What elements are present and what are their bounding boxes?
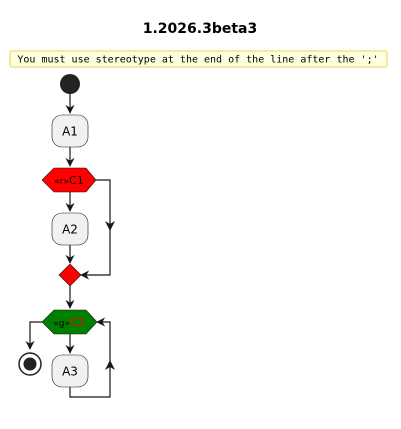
activity-a1-label: A1 [62, 125, 78, 139]
while-condition-label: «g»C2 [53, 316, 84, 329]
if-decision-c1 [41, 167, 97, 193]
diagram-title: 1.2026.3beta3 [143, 21, 257, 37]
if-condition-label: «r»C1 [54, 174, 83, 187]
if-stereotype: «r» [54, 177, 69, 187]
if-condition-text: C1 [69, 174, 84, 187]
activity-a2-label: A2 [62, 223, 78, 237]
note-text: You must use stereotype at the end of th… [17, 55, 378, 66]
while-condition-text: C2 [70, 316, 85, 329]
flow-while-exit [25, 321, 42, 350]
start-node [60, 74, 80, 94]
activity-a3-label: A3 [62, 365, 78, 379]
flow-loop-back [69, 317, 111, 398]
merge-node [58, 263, 82, 287]
while-stereotype: «g» [53, 319, 70, 329]
flow-loop-midarrow [105, 360, 115, 370]
stop-node-inner [23, 357, 37, 371]
flow-else-midarrow [105, 221, 115, 231]
note-box [9, 50, 388, 68]
